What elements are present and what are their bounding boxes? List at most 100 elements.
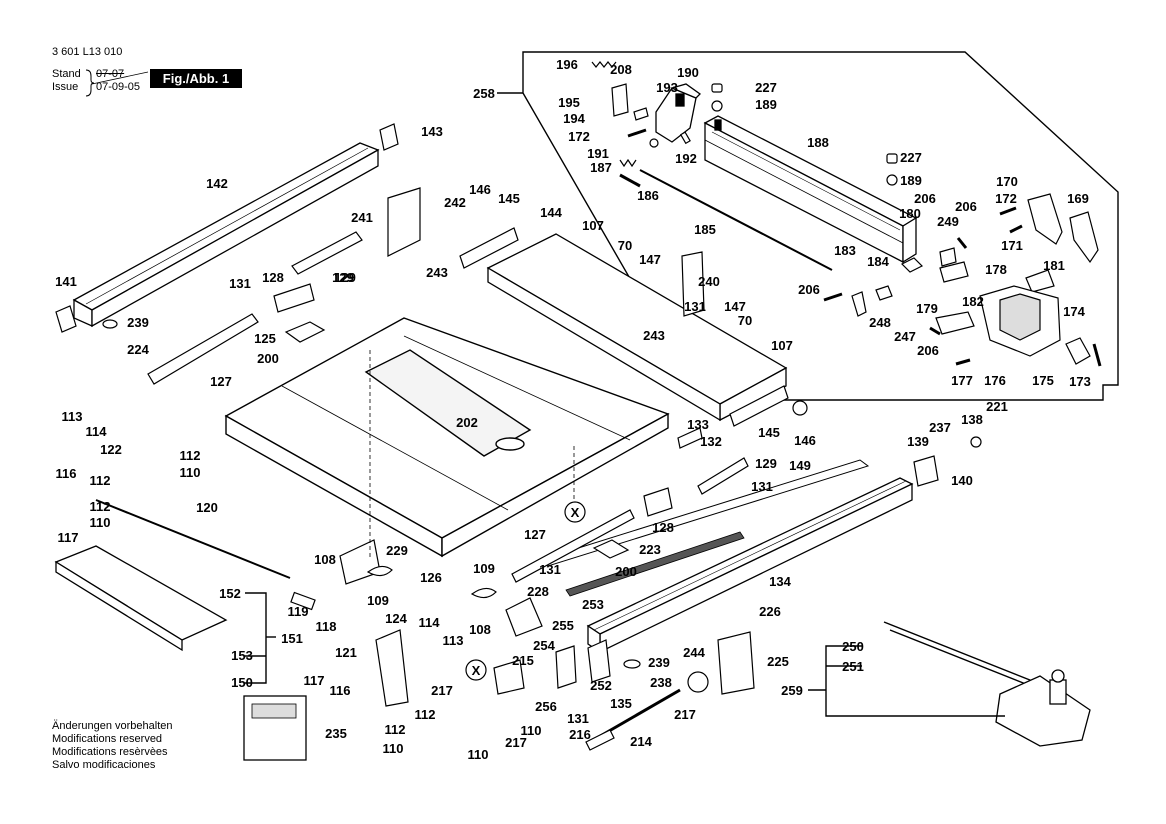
part-number-label: 108 <box>314 552 336 567</box>
block-254 <box>555 645 577 689</box>
part-number-label: 217 <box>505 735 527 750</box>
part-number-label: 145 <box>758 425 780 440</box>
bracket-133 <box>677 427 703 449</box>
part-number-label: 226 <box>759 604 781 619</box>
part-number-label: 171 <box>1001 238 1023 253</box>
part-number-label: 169 <box>1067 191 1089 206</box>
part-number-label: 114 <box>419 615 441 630</box>
callout-x-label: X <box>571 505 580 520</box>
part-number-label: 131 <box>751 479 773 494</box>
part-number-label: 248 <box>869 315 891 330</box>
clamp-182 <box>939 261 969 283</box>
part-number-label: 151 <box>281 631 303 646</box>
part-number-label: 228 <box>527 584 549 599</box>
part-number-label: 127 <box>210 374 232 389</box>
part-number-label: 252 <box>590 678 612 693</box>
part-number-label: 249 <box>937 214 959 229</box>
knob-244 <box>687 671 709 693</box>
part-number-label: 251 <box>842 659 864 674</box>
part-number-label: 190 <box>677 65 699 80</box>
part-number-label: 110 <box>468 747 489 762</box>
fence-end-169 <box>1069 211 1099 264</box>
screw-206c <box>929 326 941 336</box>
part-number-label: 124 <box>385 611 407 626</box>
part-number-label: 200 <box>615 564 637 579</box>
part-number-label: 184 <box>867 254 889 269</box>
scale-strip <box>565 531 745 597</box>
part-number-label: 70 <box>618 238 632 253</box>
part-number-label: 147 <box>724 299 746 314</box>
part-number-label: 183 <box>834 243 856 258</box>
part-number-label: 189 <box>755 97 777 112</box>
part-number-label: 127 <box>524 527 546 542</box>
part-number-label: 192 <box>675 151 697 166</box>
plate-125 <box>284 321 326 343</box>
part-number-label: 196 <box>556 57 578 72</box>
part-number-label: 217 <box>431 683 453 698</box>
part-number-label: 238 <box>650 675 672 690</box>
washer-189b <box>886 174 898 186</box>
part-number-label: 214 <box>630 734 652 749</box>
pin-177 <box>955 358 971 366</box>
part-number-label: 241 <box>351 210 373 225</box>
group-brackets <box>245 592 1005 717</box>
handle-109a <box>366 565 393 577</box>
part-number-label: 185 <box>694 222 716 237</box>
part-number-label: 134 <box>769 574 791 589</box>
plate-145b <box>729 385 789 427</box>
part-number-label: 131 <box>539 562 561 577</box>
fence-cap-170 <box>1027 193 1063 245</box>
part-number-label: 131 <box>684 299 706 314</box>
knob-174 <box>1065 337 1091 365</box>
plate-135 <box>587 639 611 683</box>
end-cap-141 <box>55 305 77 333</box>
fence-assembly-frame <box>497 51 1119 401</box>
part-number-label: 128 <box>652 520 674 535</box>
part-number-label: 250 <box>842 639 864 654</box>
part-number-label: 229 <box>386 543 408 558</box>
part-number-label: 131 <box>567 711 589 726</box>
part-number-label: 193 <box>656 80 678 95</box>
part-number-label: 244 <box>683 645 705 660</box>
miter-gauge <box>995 669 1091 747</box>
part-number-label: 129 <box>332 270 354 285</box>
bracket-128b <box>643 487 673 517</box>
part-number-label: 108 <box>469 622 491 637</box>
part-number-label: 112 <box>90 473 111 488</box>
part-number-label: 131 <box>229 276 251 291</box>
part-number-label: 119 <box>288 604 309 619</box>
part-number-label: 256 <box>535 699 557 714</box>
washer-239b <box>623 659 641 669</box>
part-number-label: 243 <box>426 265 448 280</box>
part-number-label: 147 <box>639 252 661 267</box>
handle-216 <box>585 729 615 751</box>
part-number-label: 215 <box>512 653 534 668</box>
lever-124 <box>375 629 409 707</box>
plate-140 <box>913 455 939 487</box>
part-number-label: 112 <box>90 499 111 514</box>
part-number-label: 138 <box>961 412 983 427</box>
guard-225 <box>717 631 755 695</box>
plate-145a <box>459 227 519 269</box>
part-number-label: 144 <box>540 205 562 220</box>
washer-189a <box>711 100 723 112</box>
part-number-label: 142 <box>206 176 228 191</box>
note-line: Änderungen vorbehalten <box>52 720 173 732</box>
part-number-label: 113 <box>62 409 83 424</box>
part-number-label: 254 <box>533 638 555 653</box>
stand-label: Stand <box>52 68 81 80</box>
part-number-label: 182 <box>962 294 984 309</box>
part-number-label: 224 <box>127 342 149 357</box>
note-line: Salvo modificaciones <box>52 759 156 771</box>
part-number-label: 133 <box>687 417 709 432</box>
callout-x-label: X <box>472 663 481 678</box>
part-number-label: 259 <box>781 683 803 698</box>
part-number-label: 208 <box>610 62 632 77</box>
part-number-label: 117 <box>58 530 79 545</box>
issue-label: Issue <box>52 81 79 93</box>
part-number-label: 180 <box>899 206 921 221</box>
part-number-label: 239 <box>648 655 670 670</box>
part-number-label: 243 <box>643 328 665 343</box>
